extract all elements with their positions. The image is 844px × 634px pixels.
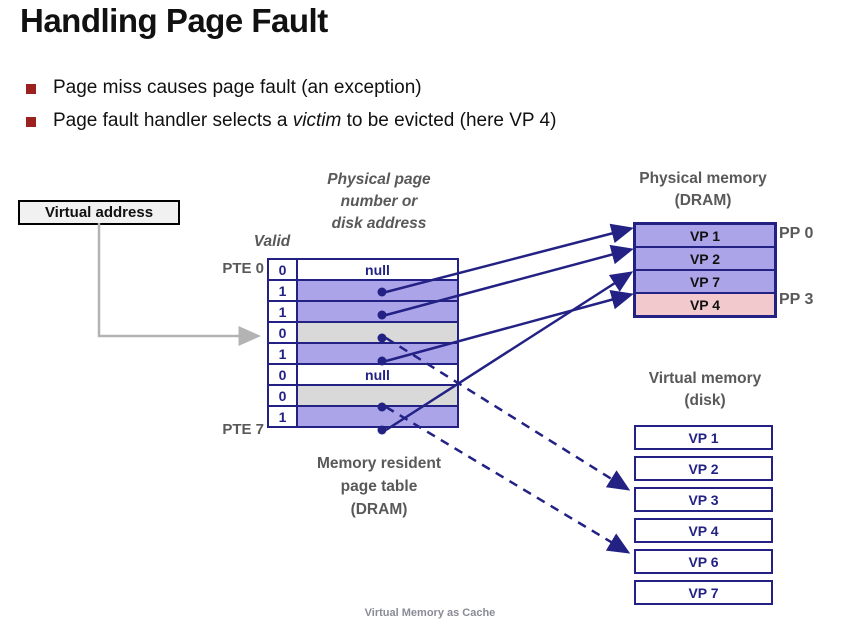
dram-page-vp7: VP 7	[636, 269, 774, 292]
virtual-address-box: Virtual address	[18, 200, 180, 225]
physical-memory-title: Physical memory (DRAM)	[628, 168, 778, 212]
pte-content	[296, 279, 459, 302]
bullet-item: Page miss causes page fault (an exceptio…	[26, 77, 422, 99]
page-table-row-0: 0 null	[267, 258, 459, 281]
valid-bit: 1	[267, 300, 298, 323]
pte-content	[296, 321, 459, 344]
page-table-caption: Memory resident page table (DRAM)	[295, 452, 463, 521]
page-table-row-4: 1	[267, 342, 459, 365]
valid-column-header: Valid	[253, 233, 291, 250]
bullet-square-icon	[26, 84, 36, 94]
virtual-address-to-pte3-arrow	[97, 223, 261, 346]
page-table-row-6: 0	[267, 384, 459, 407]
valid-bit: 0	[267, 384, 298, 407]
virtual-memory-title-line: Virtual memory	[648, 370, 762, 387]
physical-memory-title-line: (DRAM)	[674, 192, 732, 209]
disk-page-vp2: VP 2	[634, 456, 773, 481]
pp3-label: PP 3	[779, 291, 814, 308]
pte-content	[296, 405, 459, 428]
disk-page-vp7: VP 7	[634, 580, 773, 605]
pte0-label: PTE 0	[222, 260, 264, 277]
valid-bit: 1	[267, 342, 298, 365]
valid-bit: 0	[267, 363, 298, 386]
valid-bit: 0	[267, 258, 298, 281]
page-table-caption-line: (DRAM)	[350, 501, 408, 518]
page-title: Handling Page Fault	[20, 2, 328, 39]
dram-page-vp4-victim: VP 4	[636, 292, 774, 315]
valid-bit: 0	[267, 321, 298, 344]
bullet-text-pre: Page fault handler selects a	[53, 110, 293, 131]
page-table-row-3: 0	[267, 321, 459, 344]
physical-memory-title-line: Physical memory	[639, 170, 767, 187]
ppn-header-line: number or	[340, 193, 418, 210]
slide-footer: Virtual Memory as Cache	[364, 607, 496, 619]
virtual-memory-title-line: (disk)	[684, 392, 726, 409]
bullet-square-icon	[26, 117, 36, 127]
page-table-caption-line: Memory resident	[316, 455, 442, 472]
pte-content: null	[296, 258, 459, 281]
bullet-text: Page fault handler selects a victim to b…	[53, 110, 556, 132]
bullet-text-victim: victim	[292, 110, 342, 131]
disk-page-vp4: VP 4	[634, 518, 773, 543]
ppn-header: Physical page number or disk address	[295, 169, 463, 235]
bullet-text-post: to be evicted (here VP 4)	[341, 110, 557, 131]
pte-content: null	[296, 363, 459, 386]
bullet-item: Page fault handler selects a victim to b…	[26, 110, 556, 132]
page-table-row-5: 0 null	[267, 363, 459, 386]
pte-content	[296, 384, 459, 407]
pp0-label: PP 0	[779, 225, 814, 242]
page-table-caption-line: page table	[340, 478, 418, 495]
pte7-label: PTE 7	[222, 421, 264, 438]
pte-content	[296, 300, 459, 323]
physical-memory-box: VP 1 VP 2 VP 7 VP 4	[633, 222, 777, 318]
page-table-row-2: 1	[267, 300, 459, 323]
dram-page-vp1: VP 1	[636, 225, 774, 246]
page-table-row-1: 1	[267, 279, 459, 302]
ppn-header-line: Physical page	[327, 171, 431, 188]
page-table: 0 null 1 1 0 1 0 null 0 1	[267, 258, 459, 428]
virtual-memory-title: Virtual memory (disk)	[630, 368, 780, 412]
valid-bit: 1	[267, 279, 298, 302]
bullet-text: Page miss causes page fault (an exceptio…	[53, 77, 422, 98]
disk-page-vp3: VP 3	[634, 487, 773, 512]
disk-page-vp1: VP 1	[634, 425, 773, 450]
pte-content	[296, 342, 459, 365]
dram-page-vp2: VP 2	[636, 246, 774, 269]
page-table-row-7: 1	[267, 405, 459, 428]
valid-bit: 1	[267, 405, 298, 428]
disk-page-vp6: VP 6	[634, 549, 773, 574]
ppn-header-line: disk address	[331, 215, 427, 232]
